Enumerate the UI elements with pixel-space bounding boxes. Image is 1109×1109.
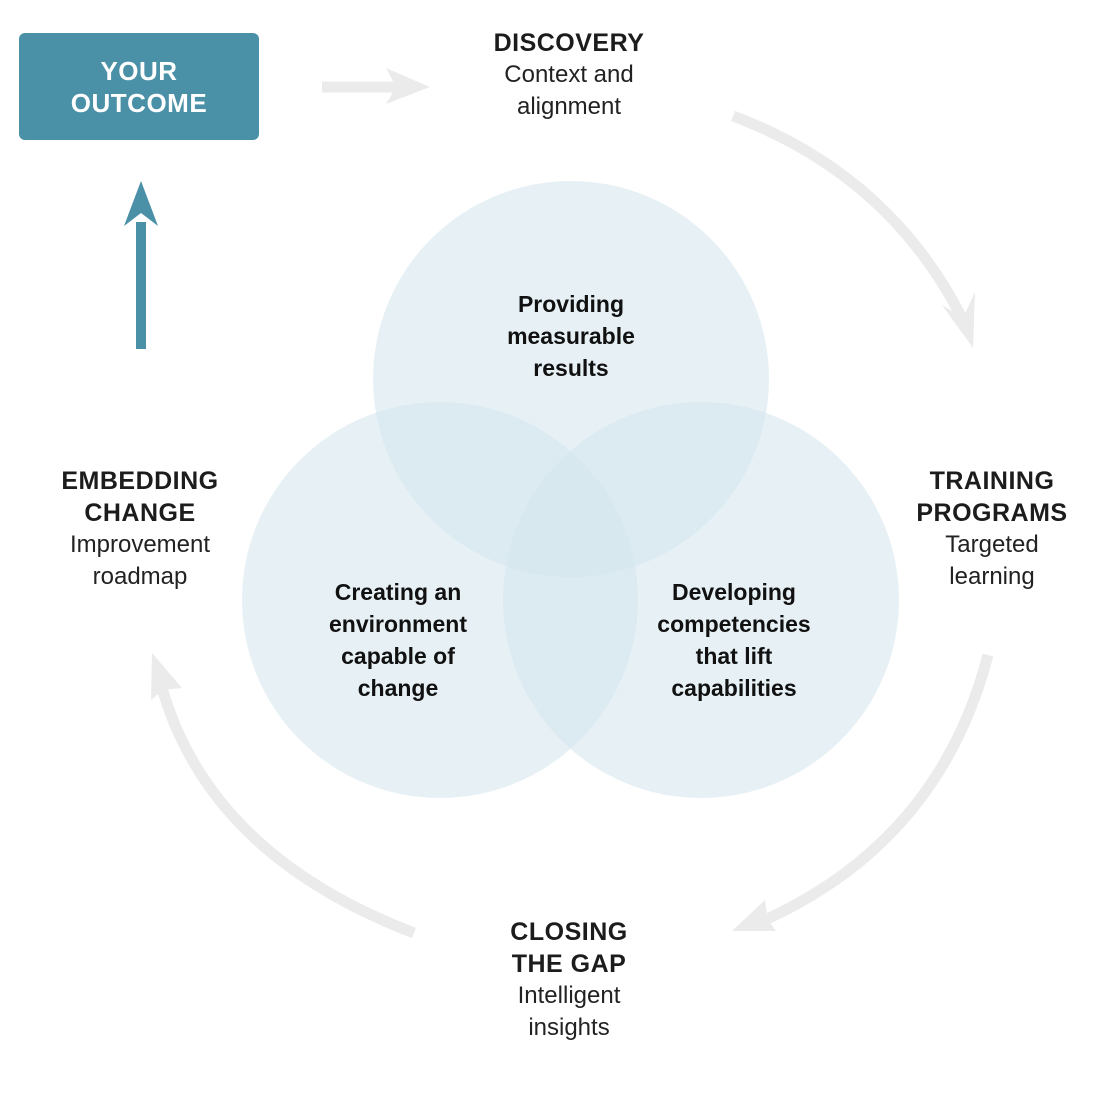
- stage-subtitle: roadmap: [92, 563, 188, 590]
- stage-title: CHANGE: [84, 499, 196, 527]
- arrow-training-to-closing-head: [732, 900, 776, 931]
- stage-title: CLOSING: [510, 918, 628, 946]
- stage-title: PROGRAMS: [916, 499, 1068, 527]
- stage-title: EMBEDDING: [61, 467, 219, 495]
- stage-closing-the-gap: CLOSING THE GAP Intelligent insights: [449, 916, 689, 1044]
- venn-label-line: capable of: [341, 643, 455, 669]
- outcome-arrow: [124, 181, 158, 349]
- venn-circle-developing-competencies: [503, 402, 899, 798]
- venn-label-measurable-results: Providing measurable results: [461, 288, 681, 384]
- outcome-arrow-head: [124, 181, 158, 226]
- stage-title: TRAINING: [929, 467, 1055, 495]
- arrow-discovery-to-training: [731, 110, 968, 323]
- venn-label-line: capabilities: [671, 675, 797, 701]
- venn-label-line: change: [357, 675, 439, 701]
- stage-subtitle: insights: [528, 1014, 610, 1041]
- venn-label-line: measurable: [507, 323, 635, 349]
- stage-embedding-change: EMBEDDING CHANGE Improvement roadmap: [20, 465, 260, 593]
- venn-label-line: results: [533, 355, 609, 381]
- venn-label-line: Developing: [672, 579, 796, 605]
- stage-subtitle: Context and: [504, 61, 634, 88]
- venn-label-developing-competencies: Developing competencies that lift capabi…: [624, 576, 844, 704]
- stage-discovery: DISCOVERY Context and alignment: [449, 27, 689, 123]
- stage-subtitle: Intelligent: [517, 982, 621, 1009]
- outcome-line-1: YOUR: [100, 55, 178, 86]
- stage-training-programs: TRAINING PROGRAMS Targeted learning: [872, 465, 1109, 593]
- stage-subtitle: Targeted: [945, 531, 1039, 558]
- venn-label-line: that lift: [695, 643, 773, 669]
- venn-label-line: environment: [328, 611, 468, 637]
- stage-title: THE GAP: [511, 950, 627, 978]
- cycle-arrows: [151, 68, 994, 939]
- stage-subtitle: alignment: [516, 93, 622, 120]
- venn-label-line: Providing: [517, 291, 625, 317]
- stage-subtitle: learning: [949, 563, 1035, 590]
- stage-title: DISCOVERY: [493, 29, 645, 57]
- venn-label-line: competencies: [657, 611, 811, 637]
- arrow-discovery-to-training-head: [942, 292, 975, 348]
- venn-label-environment-change: Creating an environment capable of chang…: [288, 576, 508, 704]
- stage-subtitle: Improvement: [69, 531, 211, 558]
- arrow-closing-to-embedding-head: [151, 653, 182, 700]
- arrow-outcome-to-discovery-head: [386, 68, 430, 104]
- outcome-arrow-shaft: [136, 222, 146, 349]
- arrow-training-to-closing: [762, 653, 994, 926]
- your-outcome-box[interactable]: YOUR OUTCOME: [19, 33, 259, 140]
- outcome-line-2: OUTCOME: [70, 87, 208, 118]
- arrow-closing-to-embedding: [156, 686, 416, 939]
- venn-diagram: [242, 181, 899, 798]
- venn-label-line: Creating an: [334, 579, 462, 605]
